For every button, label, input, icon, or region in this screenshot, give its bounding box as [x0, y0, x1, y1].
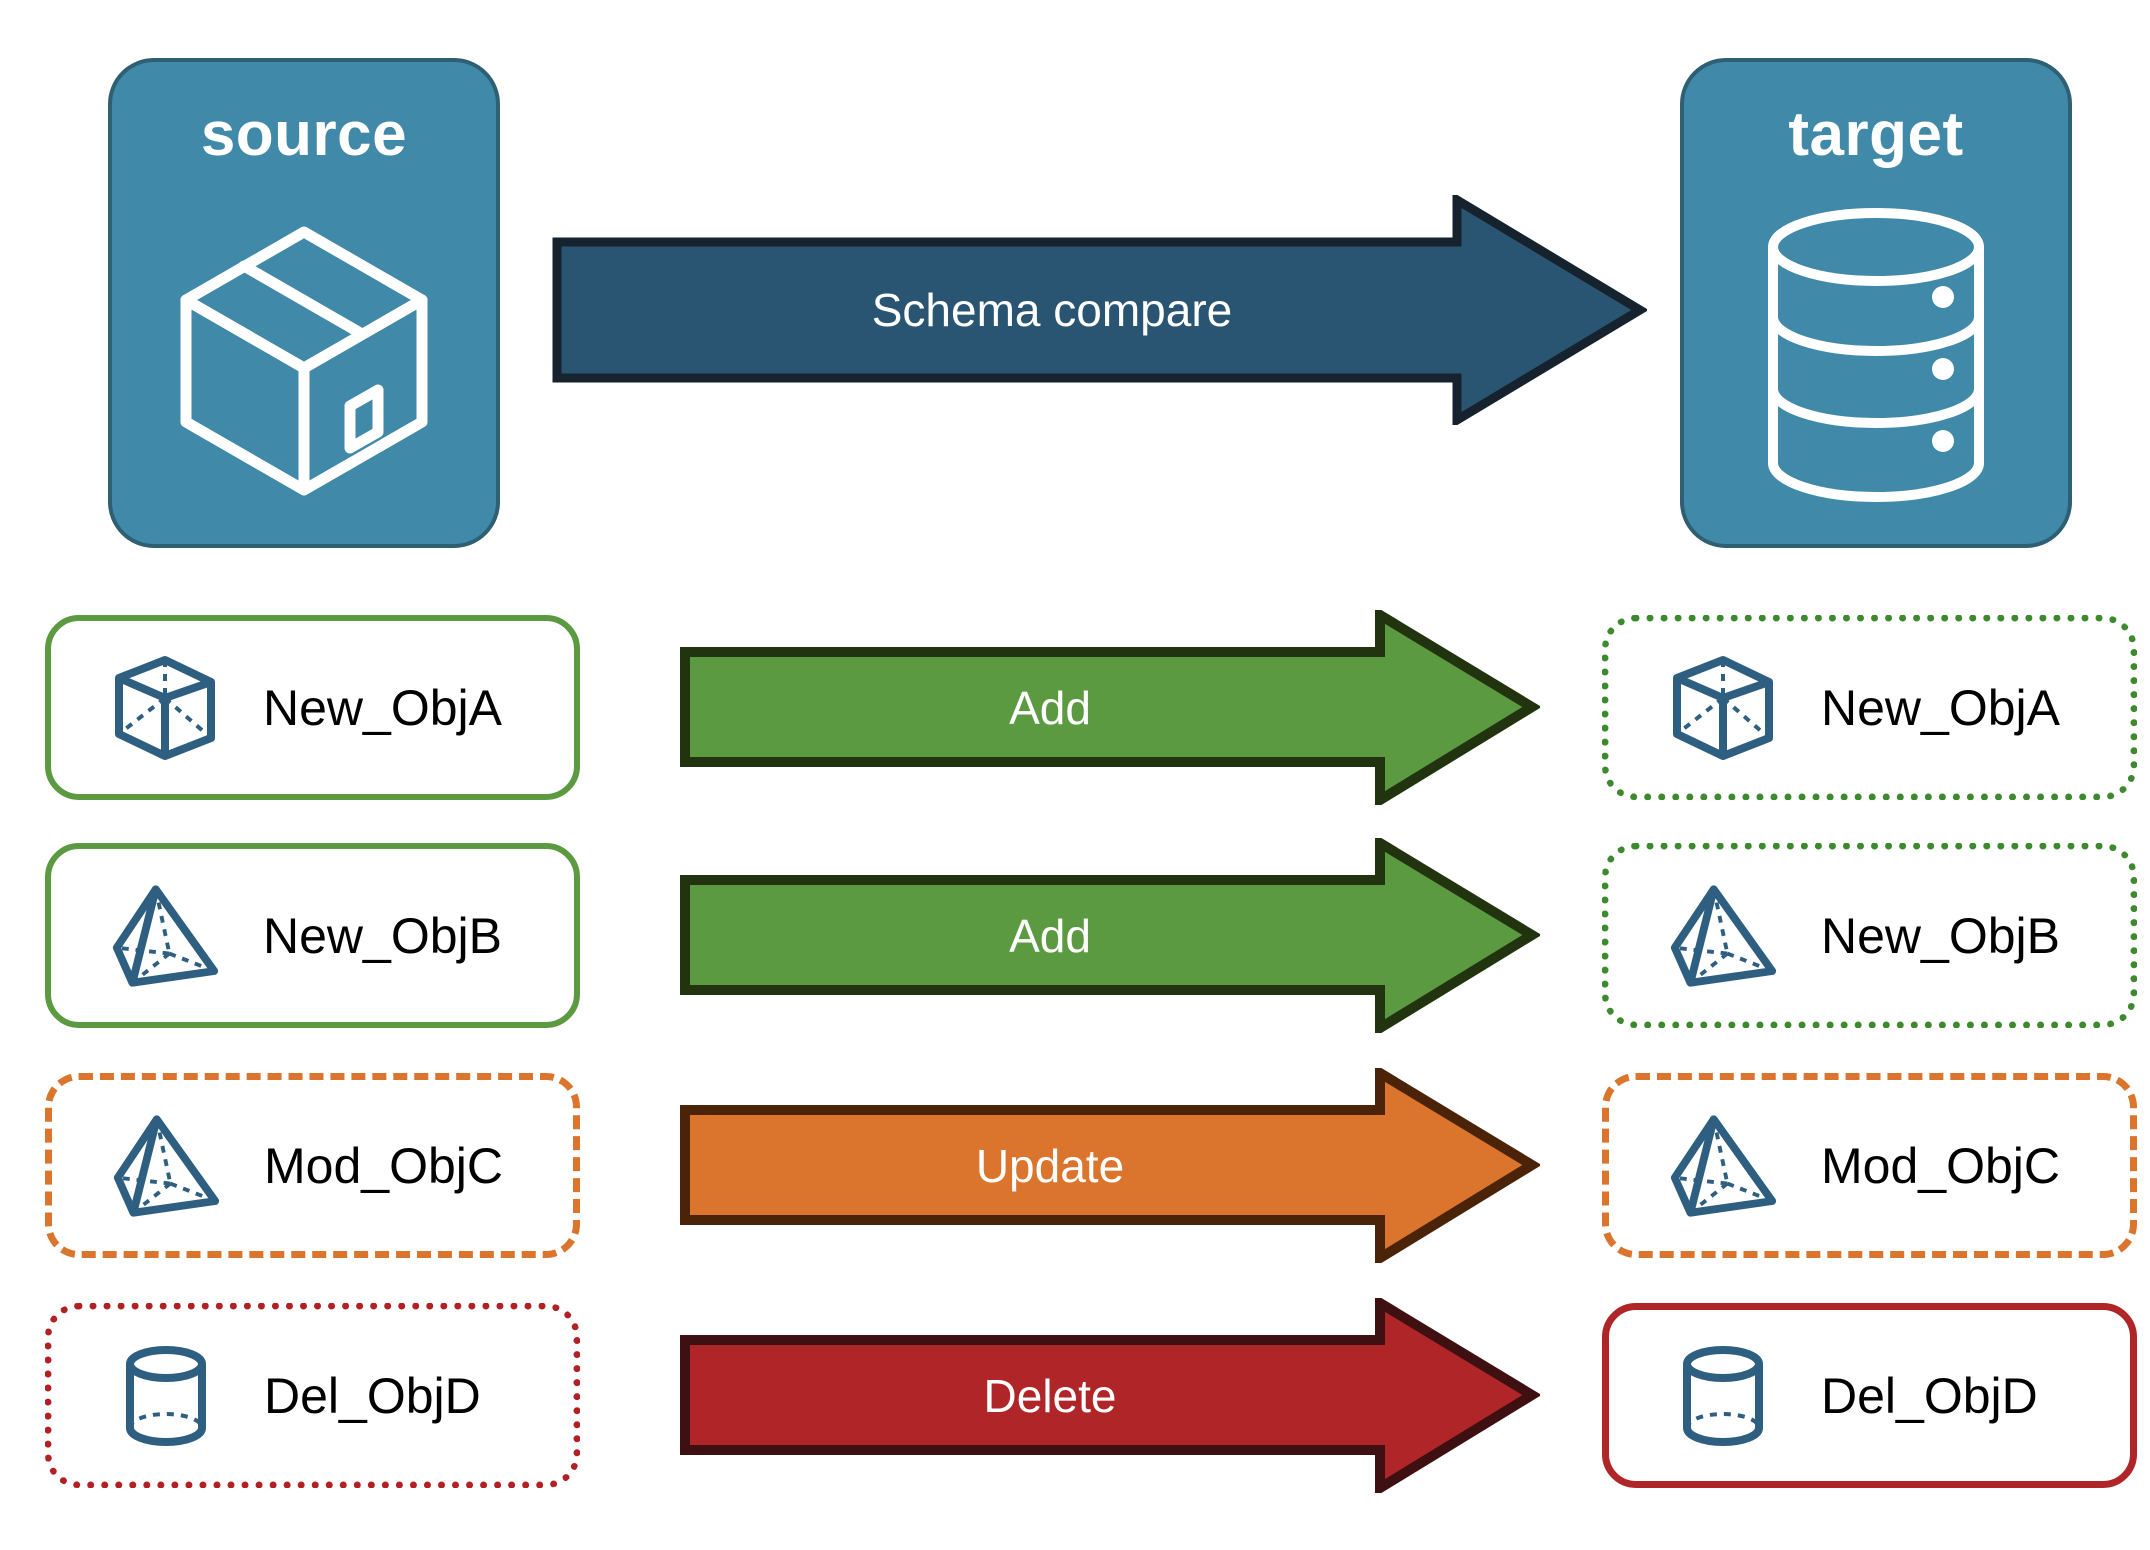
- database-cylinder-icon: [1684, 166, 2068, 544]
- source-object-label-0: New_ObjA: [263, 679, 502, 736]
- source-object-label-1: New_ObjB: [263, 907, 502, 964]
- target-object-card-0[interactable]: New_ObjA: [1602, 615, 2137, 800]
- endpoint-label-source: source: [200, 100, 408, 169]
- wireframe-cylinder-icon: [1667, 1340, 1779, 1452]
- target-object-card-3[interactable]: Del_ObjD: [1602, 1303, 2137, 1488]
- endpoint-card-source[interactable]: source: [108, 58, 500, 548]
- wireframe-pyramid-icon: [1667, 1110, 1779, 1222]
- target-object-card-2[interactable]: Mod_ObjC: [1602, 1073, 2137, 1258]
- source-object-label-2: Mod_ObjC: [264, 1137, 503, 1194]
- source-object-label-3: Del_ObjD: [264, 1367, 481, 1424]
- target-object-card-1[interactable]: New_ObjB: [1602, 843, 2137, 1028]
- wireframe-cube-icon: [1667, 652, 1779, 764]
- wireframe-pyramid-icon: [1667, 880, 1779, 992]
- endpoint-label-target: target: [1788, 100, 1964, 169]
- target-object-label-0: New_ObjA: [1821, 679, 2060, 736]
- target-object-label-3: Del_ObjD: [1821, 1367, 2038, 1424]
- action-arrow-add-1[interactable]: Add: [680, 834, 1542, 1037]
- endpoint-card-target[interactable]: target: [1680, 58, 2072, 548]
- wireframe-pyramid-icon: [109, 880, 221, 992]
- source-object-card-3[interactable]: Del_ObjD: [45, 1303, 580, 1488]
- action-arrow-delete[interactable]: Delete: [680, 1294, 1542, 1497]
- schema-compare-arrow[interactable]: Schema compare: [552, 192, 1649, 428]
- wireframe-cylinder-icon: [110, 1340, 222, 1452]
- wireframe-cube-icon: [109, 652, 221, 764]
- target-object-label-2: Mod_ObjC: [1821, 1137, 2060, 1194]
- source-object-card-0[interactable]: New_ObjA: [45, 615, 580, 800]
- package-box-icon: [112, 166, 496, 544]
- target-object-label-1: New_ObjB: [1821, 907, 2060, 964]
- action-arrow-update[interactable]: Update: [680, 1064, 1542, 1267]
- source-object-card-1[interactable]: New_ObjB: [45, 843, 580, 1028]
- source-object-card-2[interactable]: Mod_ObjC: [45, 1073, 580, 1258]
- wireframe-pyramid-icon: [110, 1110, 222, 1222]
- action-arrow-add-0[interactable]: Add: [680, 606, 1542, 809]
